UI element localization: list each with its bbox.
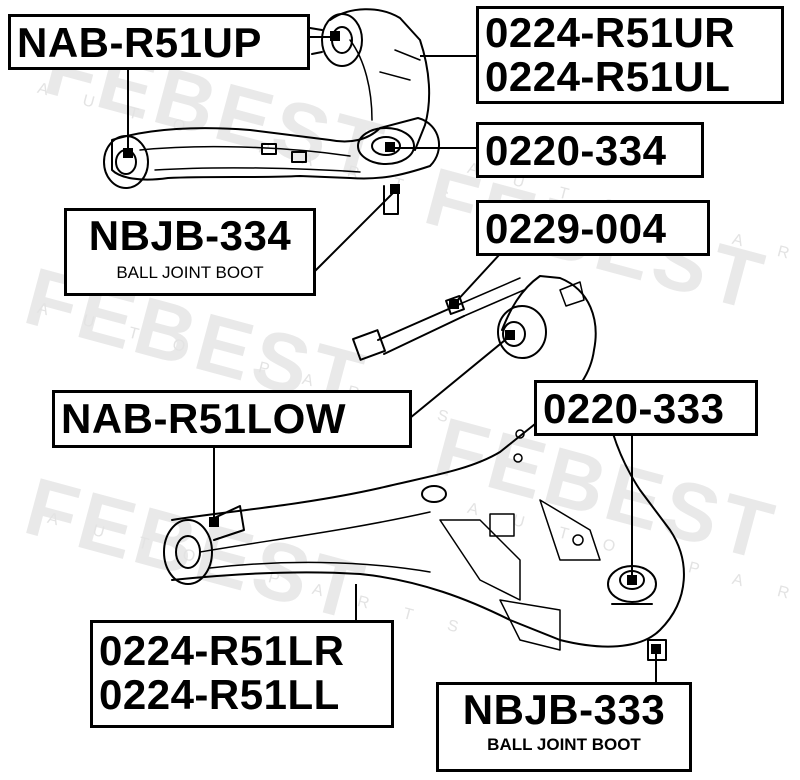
part-description: BALL JOINT BOOT <box>116 263 264 282</box>
part-number: NAB-R51UP <box>17 19 262 66</box>
label-0220-333: 0220-333 <box>534 380 758 436</box>
upper-rear-bushing <box>103 135 149 189</box>
lower-control-arm <box>171 275 685 651</box>
upper-control-arm <box>111 8 440 215</box>
lower-front-bushing <box>497 305 547 359</box>
part-number: 0224-R51UR <box>485 9 736 56</box>
label-nbjb-333: NBJB-333 BALL JOINT BOOT <box>436 682 692 772</box>
part-description: BALL JOINT BOOT <box>487 735 641 754</box>
label-nab-r51up: NAB-R51UP <box>8 14 310 70</box>
part-number: NAB-R51LOW <box>61 395 346 442</box>
leader-dots <box>123 31 661 654</box>
camber-bolt <box>352 277 525 361</box>
part-number: 0224-R51LR <box>99 627 345 674</box>
label-upper-arm: 0224-R51UR 0224-R51UL <box>476 6 784 104</box>
part-number: 0224-R51LL <box>99 671 340 718</box>
label-0220-334: 0220-334 <box>476 122 704 178</box>
leader-lines <box>127 36 657 684</box>
label-lower-arm: 0224-R51LR 0224-R51LL <box>90 620 394 728</box>
upper-arm-bushing <box>309 13 363 67</box>
part-number: 0220-334 <box>485 127 667 174</box>
label-0229-004: 0229-004 <box>476 200 710 256</box>
part-number: NBJB-333 <box>462 686 666 733</box>
lower-ball-joint-boot <box>647 639 667 661</box>
upper-ball-joint <box>357 127 415 165</box>
label-nbjb-334: NBJB-334 BALL JOINT BOOT <box>64 208 316 296</box>
lower-rear-bushing <box>163 505 245 585</box>
part-number: 0224-R51UL <box>485 53 731 100</box>
label-nab-r51low: NAB-R51LOW <box>52 390 412 448</box>
part-number: NBJB-334 <box>88 212 292 259</box>
part-number: 0220-333 <box>543 385 725 432</box>
part-number: 0229-004 <box>485 205 667 252</box>
